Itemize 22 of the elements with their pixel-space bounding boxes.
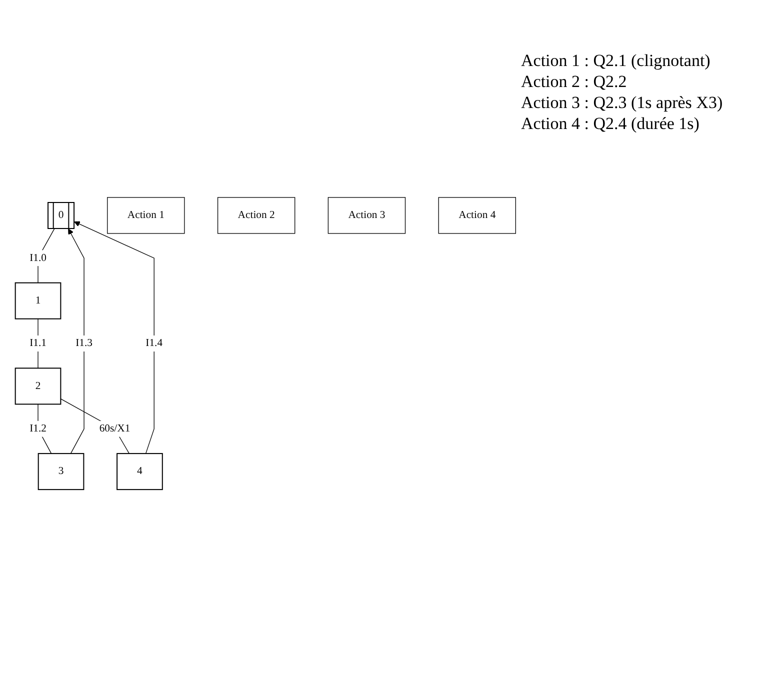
edge-label: 60s/X1 (99, 422, 130, 434)
node-box: Action 3 (328, 197, 406, 234)
node-box: Action 4 (438, 197, 516, 234)
node-box: 4 (116, 453, 163, 490)
action-note: Action 3 : Q2.3 (1s après X3) (521, 92, 724, 113)
connector (38, 228, 55, 284)
edge-label: I1.0 (30, 252, 46, 264)
action-note: Action 2 : Q2.2 (521, 71, 628, 92)
arrow (74, 221, 154, 454)
node-box: Action 1 (107, 197, 185, 234)
node-box: 3 (38, 453, 84, 490)
arrow (68, 228, 84, 454)
edge-label: I1.4 (146, 338, 163, 349)
node-box: Action 2 (217, 197, 296, 234)
edge-label: I1.1 (30, 338, 46, 349)
edge-label: I1.3 (76, 338, 92, 349)
action-note: Action 1 : Q2.1 (clignotant) (521, 50, 712, 71)
action-note: Action 4 : Q2.4 (durée 1s) (521, 113, 700, 134)
node-box: 1 (14, 282, 62, 320)
node-box: 2 (14, 368, 62, 405)
edge-label: I1.2 (30, 422, 46, 434)
connector (38, 404, 52, 454)
